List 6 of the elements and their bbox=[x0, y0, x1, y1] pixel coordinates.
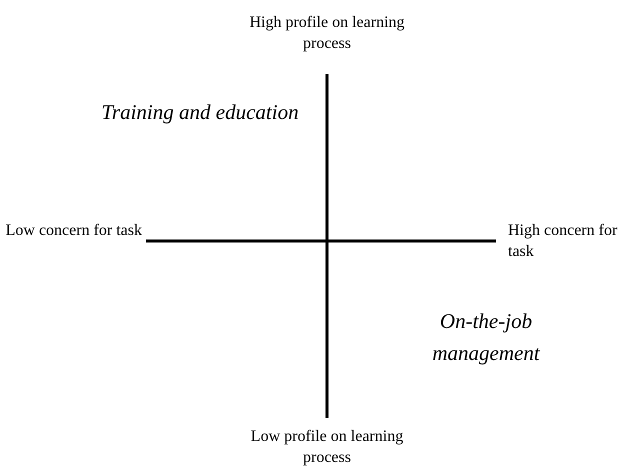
quadrant-label: Training and education bbox=[100, 99, 300, 126]
axis-label: Low concern for task bbox=[4, 221, 142, 241]
quadrant-label: On-the-job management bbox=[431, 308, 541, 367]
axis-label: High concern for task bbox=[508, 221, 618, 262]
axis-label: Low profile on learning process bbox=[250, 427, 404, 468]
axis-label: High profile on learning process bbox=[248, 13, 406, 54]
